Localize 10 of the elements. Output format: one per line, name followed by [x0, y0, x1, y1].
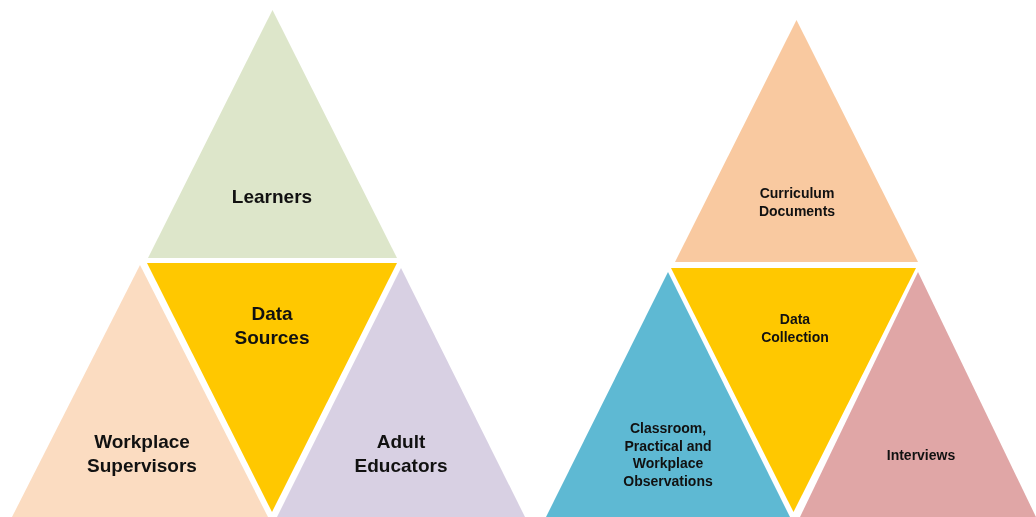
triangle-label: Learners	[230, 185, 314, 209]
triangle	[148, 10, 397, 258]
triangle-label: Data Sources	[233, 302, 311, 350]
triangle-label: Classroom, Practical and Workplace Observations	[622, 420, 714, 490]
triangle	[675, 20, 918, 262]
triangle-label: Data Collection	[760, 310, 830, 346]
triangle-label: Adult Educators	[353, 430, 449, 478]
triangle-label: Workplace Supervisors	[86, 430, 198, 478]
triangle-label: Interviews	[885, 447, 957, 465]
triangle-label: Curriculum Documents	[757, 184, 837, 220]
